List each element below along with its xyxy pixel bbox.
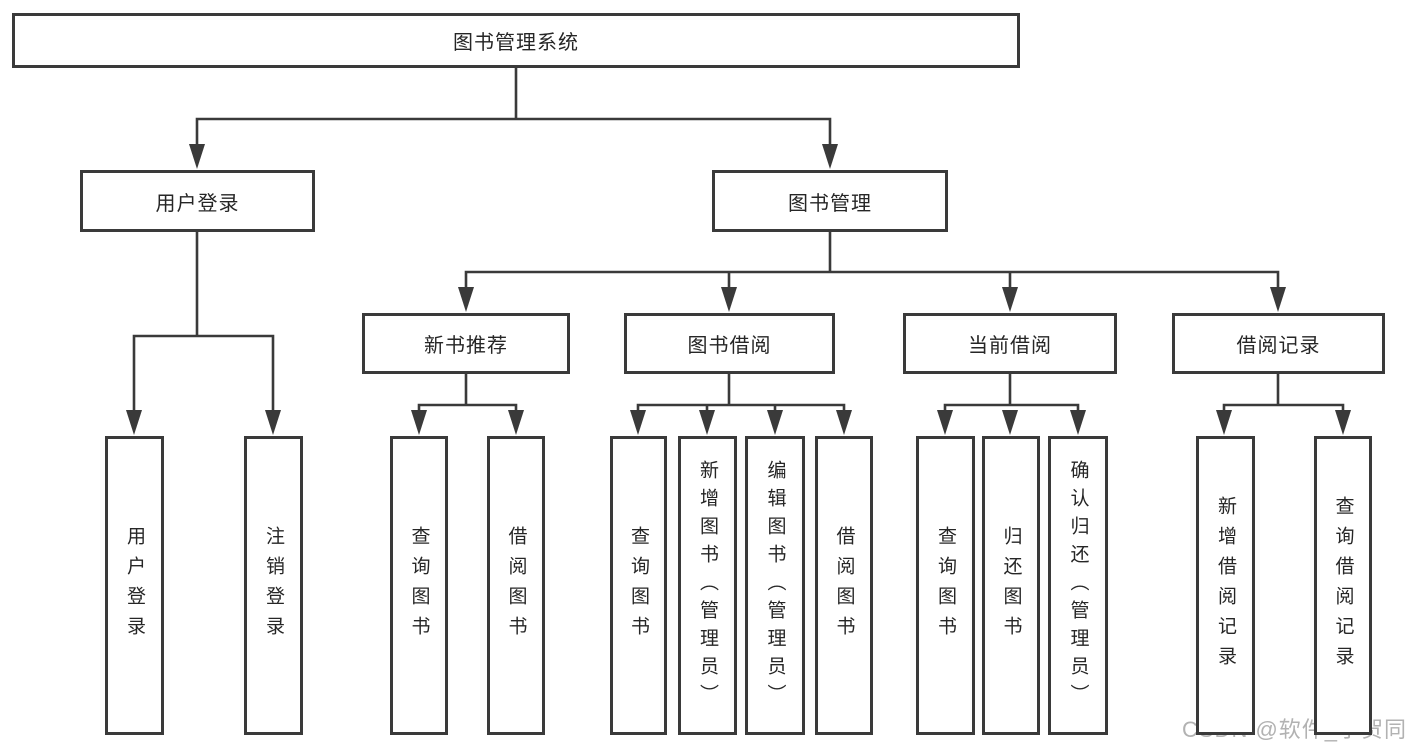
node-label: 新增图书（管理员） [697,459,718,712]
leaf-query-books-recommend: 查询图书 [390,436,448,735]
node-label: 图书管理系统 [453,32,579,54]
node-label: 查询图书 [408,525,430,646]
node-library-management-system: 图书管理系统 [12,13,1020,68]
node-label: 查询图书 [628,525,649,646]
leaf-edit-books-admin: 编辑图书（管理员） [745,436,805,735]
leaf-query-books-borrowing: 查询图书 [610,436,667,735]
node-label: 确认归还（管理员） [1067,459,1089,712]
node-label: 借阅记录 [1236,335,1321,357]
node-label: 图书管理 [788,192,872,215]
leaf-return-books: 归还图书 [982,436,1040,735]
node-current-borrowing: 当前借阅 [903,313,1117,374]
node-label: 当前借阅 [968,335,1052,357]
node-user-login: 用户登录 [80,170,315,232]
node-label: 新增借阅记录 [1215,495,1236,676]
node-label: 新书推荐 [424,335,508,357]
node-label: 查询借阅记录 [1332,495,1354,676]
node-book-management: 图书管理 [712,170,948,232]
leaf-query-books-current: 查询图书 [916,436,975,735]
leaf-query-borrow-record: 查询借阅记录 [1314,436,1372,735]
node-label: 编辑图书（管理员） [764,459,786,712]
node-borrowing-records: 借阅记录 [1172,313,1385,374]
leaf-confirm-return-admin: 确认归还（管理员） [1048,436,1108,735]
node-label: 用户登录 [124,525,145,646]
node-label: 注销登录 [263,525,284,646]
leaf-add-books-admin: 新增图书（管理员） [678,436,737,735]
node-label: 查询图书 [935,525,956,646]
node-label: 借阅图书 [833,525,855,646]
leaf-add-borrow-record: 新增借阅记录 [1196,436,1255,735]
leaf-logout: 注销登录 [244,436,303,735]
node-label: 归还图书 [1000,525,1022,646]
node-label: 借阅图书 [505,525,527,646]
node-label: 图书借阅 [687,335,772,357]
node-book-borrowing: 图书借阅 [624,313,835,374]
leaf-borrow-books-recommend: 借阅图书 [487,436,545,735]
leaf-user-login: 用户登录 [105,436,164,735]
leaf-borrow-books-borrowing: 借阅图书 [815,436,873,735]
node-new-book-recommendation: 新书推荐 [362,313,570,374]
node-label: 用户登录 [155,192,240,215]
